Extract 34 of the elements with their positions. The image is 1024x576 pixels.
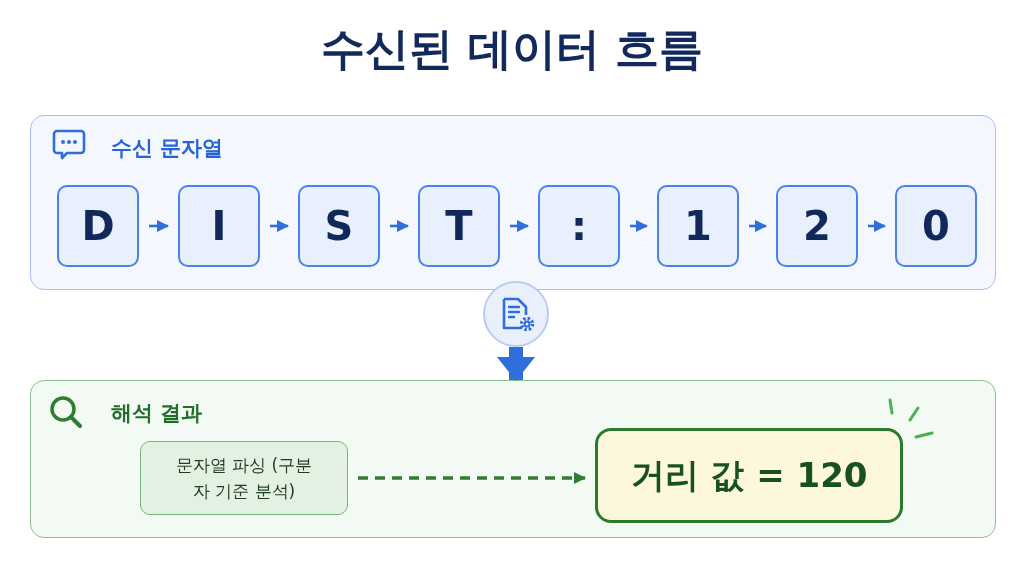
panel-heading: 해석 결과 xyxy=(111,400,203,427)
character-box xyxy=(538,185,620,267)
character-box xyxy=(418,185,500,267)
character-box xyxy=(657,185,739,267)
arrow xyxy=(868,220,886,232)
panel xyxy=(30,115,996,290)
process-box xyxy=(140,441,348,515)
arrow xyxy=(358,472,586,484)
character-label: T xyxy=(444,203,474,249)
character-box xyxy=(776,185,858,267)
character-box xyxy=(178,185,260,267)
diagram-title: 수신된 데이터 흐름 xyxy=(319,22,705,76)
character-label: 2 xyxy=(802,203,832,249)
arrow xyxy=(390,220,409,232)
character-box xyxy=(57,185,139,267)
character-label: D xyxy=(80,203,116,249)
arrow xyxy=(749,220,767,232)
character-box xyxy=(895,185,977,267)
arrow xyxy=(149,220,169,232)
character-label: I xyxy=(210,203,228,249)
character-label: 0 xyxy=(921,203,951,249)
panel-heading: 수신 문자열 xyxy=(111,135,224,162)
character-box xyxy=(298,185,380,267)
character-label: S xyxy=(323,203,355,249)
result-box xyxy=(595,428,903,523)
result-label: 거리 값 = 120 xyxy=(629,453,869,497)
process-label: 문자열 파싱 (구분자 기준 분석) xyxy=(174,453,314,502)
character-label: : xyxy=(570,203,588,249)
arrow xyxy=(497,347,535,381)
arrow xyxy=(630,220,648,232)
arrow xyxy=(270,220,289,232)
panel xyxy=(30,380,996,538)
arrow xyxy=(510,220,529,232)
character-label: 1 xyxy=(683,203,713,249)
